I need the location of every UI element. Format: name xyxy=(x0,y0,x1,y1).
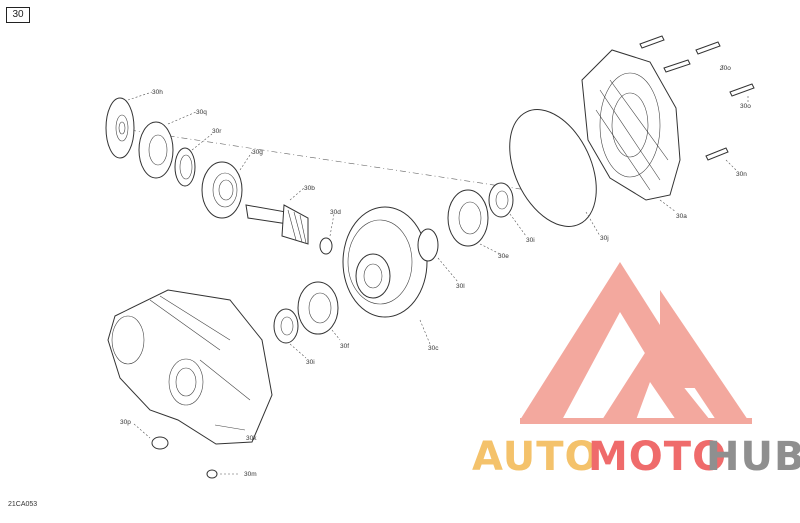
pinion-shaft-30b xyxy=(245,204,309,245)
seal-30i-lower xyxy=(273,308,299,344)
watermark-text: AUTO MOTO HUB xyxy=(472,434,800,480)
ring-30r xyxy=(174,147,196,187)
watermark-hub: HUB xyxy=(706,434,800,480)
callout-30e: 30e xyxy=(498,253,509,260)
callout-30j: 30j xyxy=(600,235,609,242)
callout-30o-right: 30o xyxy=(740,103,751,110)
callout-30a: 30a xyxy=(676,213,687,220)
callout-30f: 30f xyxy=(340,343,349,350)
screw-30m xyxy=(206,469,218,479)
callout-30c: 30c xyxy=(428,345,439,352)
housing-30k xyxy=(107,289,273,445)
callout-30o-top: 30o xyxy=(720,65,731,72)
cover-30a xyxy=(581,49,681,201)
coupling-30q xyxy=(138,121,174,179)
watermark-moto: MOTO xyxy=(588,434,727,480)
callout-30i-lower: 30i xyxy=(306,359,315,366)
assembly-axis xyxy=(129,129,561,196)
callout-30r: 30r xyxy=(212,128,222,135)
callout-labels: 30h 30q 30r 30g 30b 30d 30c 30l 30e 30i … xyxy=(120,65,751,478)
o-ring-30j xyxy=(509,109,597,227)
callout-30d: 30d xyxy=(330,209,341,216)
ring-gear-30c xyxy=(342,206,428,318)
watermark-auto: AUTO xyxy=(472,434,600,480)
callout-30b: 30b xyxy=(304,185,315,192)
callout-30n: 30n xyxy=(736,171,747,178)
callout-30m: 30m xyxy=(244,471,257,478)
callout-30q: 30q xyxy=(196,109,207,116)
bearing-30g xyxy=(201,161,243,219)
callout-30g: 30g xyxy=(252,149,263,156)
group-number-badge: 30 xyxy=(6,7,30,23)
watermark-logo xyxy=(520,262,752,424)
bolts-30o-30n xyxy=(639,35,755,161)
o-ring-30l xyxy=(417,228,439,262)
callout-30h: 30h xyxy=(152,89,163,96)
seal-30i-upper xyxy=(488,182,514,218)
needle-bearing-30d xyxy=(319,237,333,255)
callout-30i-upper: 30i xyxy=(526,237,535,244)
drawing-code: 21CA053 xyxy=(8,501,38,508)
bearing-30f xyxy=(297,281,339,335)
callout-30k: 30k xyxy=(246,435,257,442)
seal-plate-30h xyxy=(105,97,135,159)
bearing-30e xyxy=(447,189,489,247)
plug-30p xyxy=(151,436,169,450)
callout-30l: 30l xyxy=(456,283,465,290)
callout-30p: 30p xyxy=(120,419,131,426)
leader-lines xyxy=(127,63,749,475)
